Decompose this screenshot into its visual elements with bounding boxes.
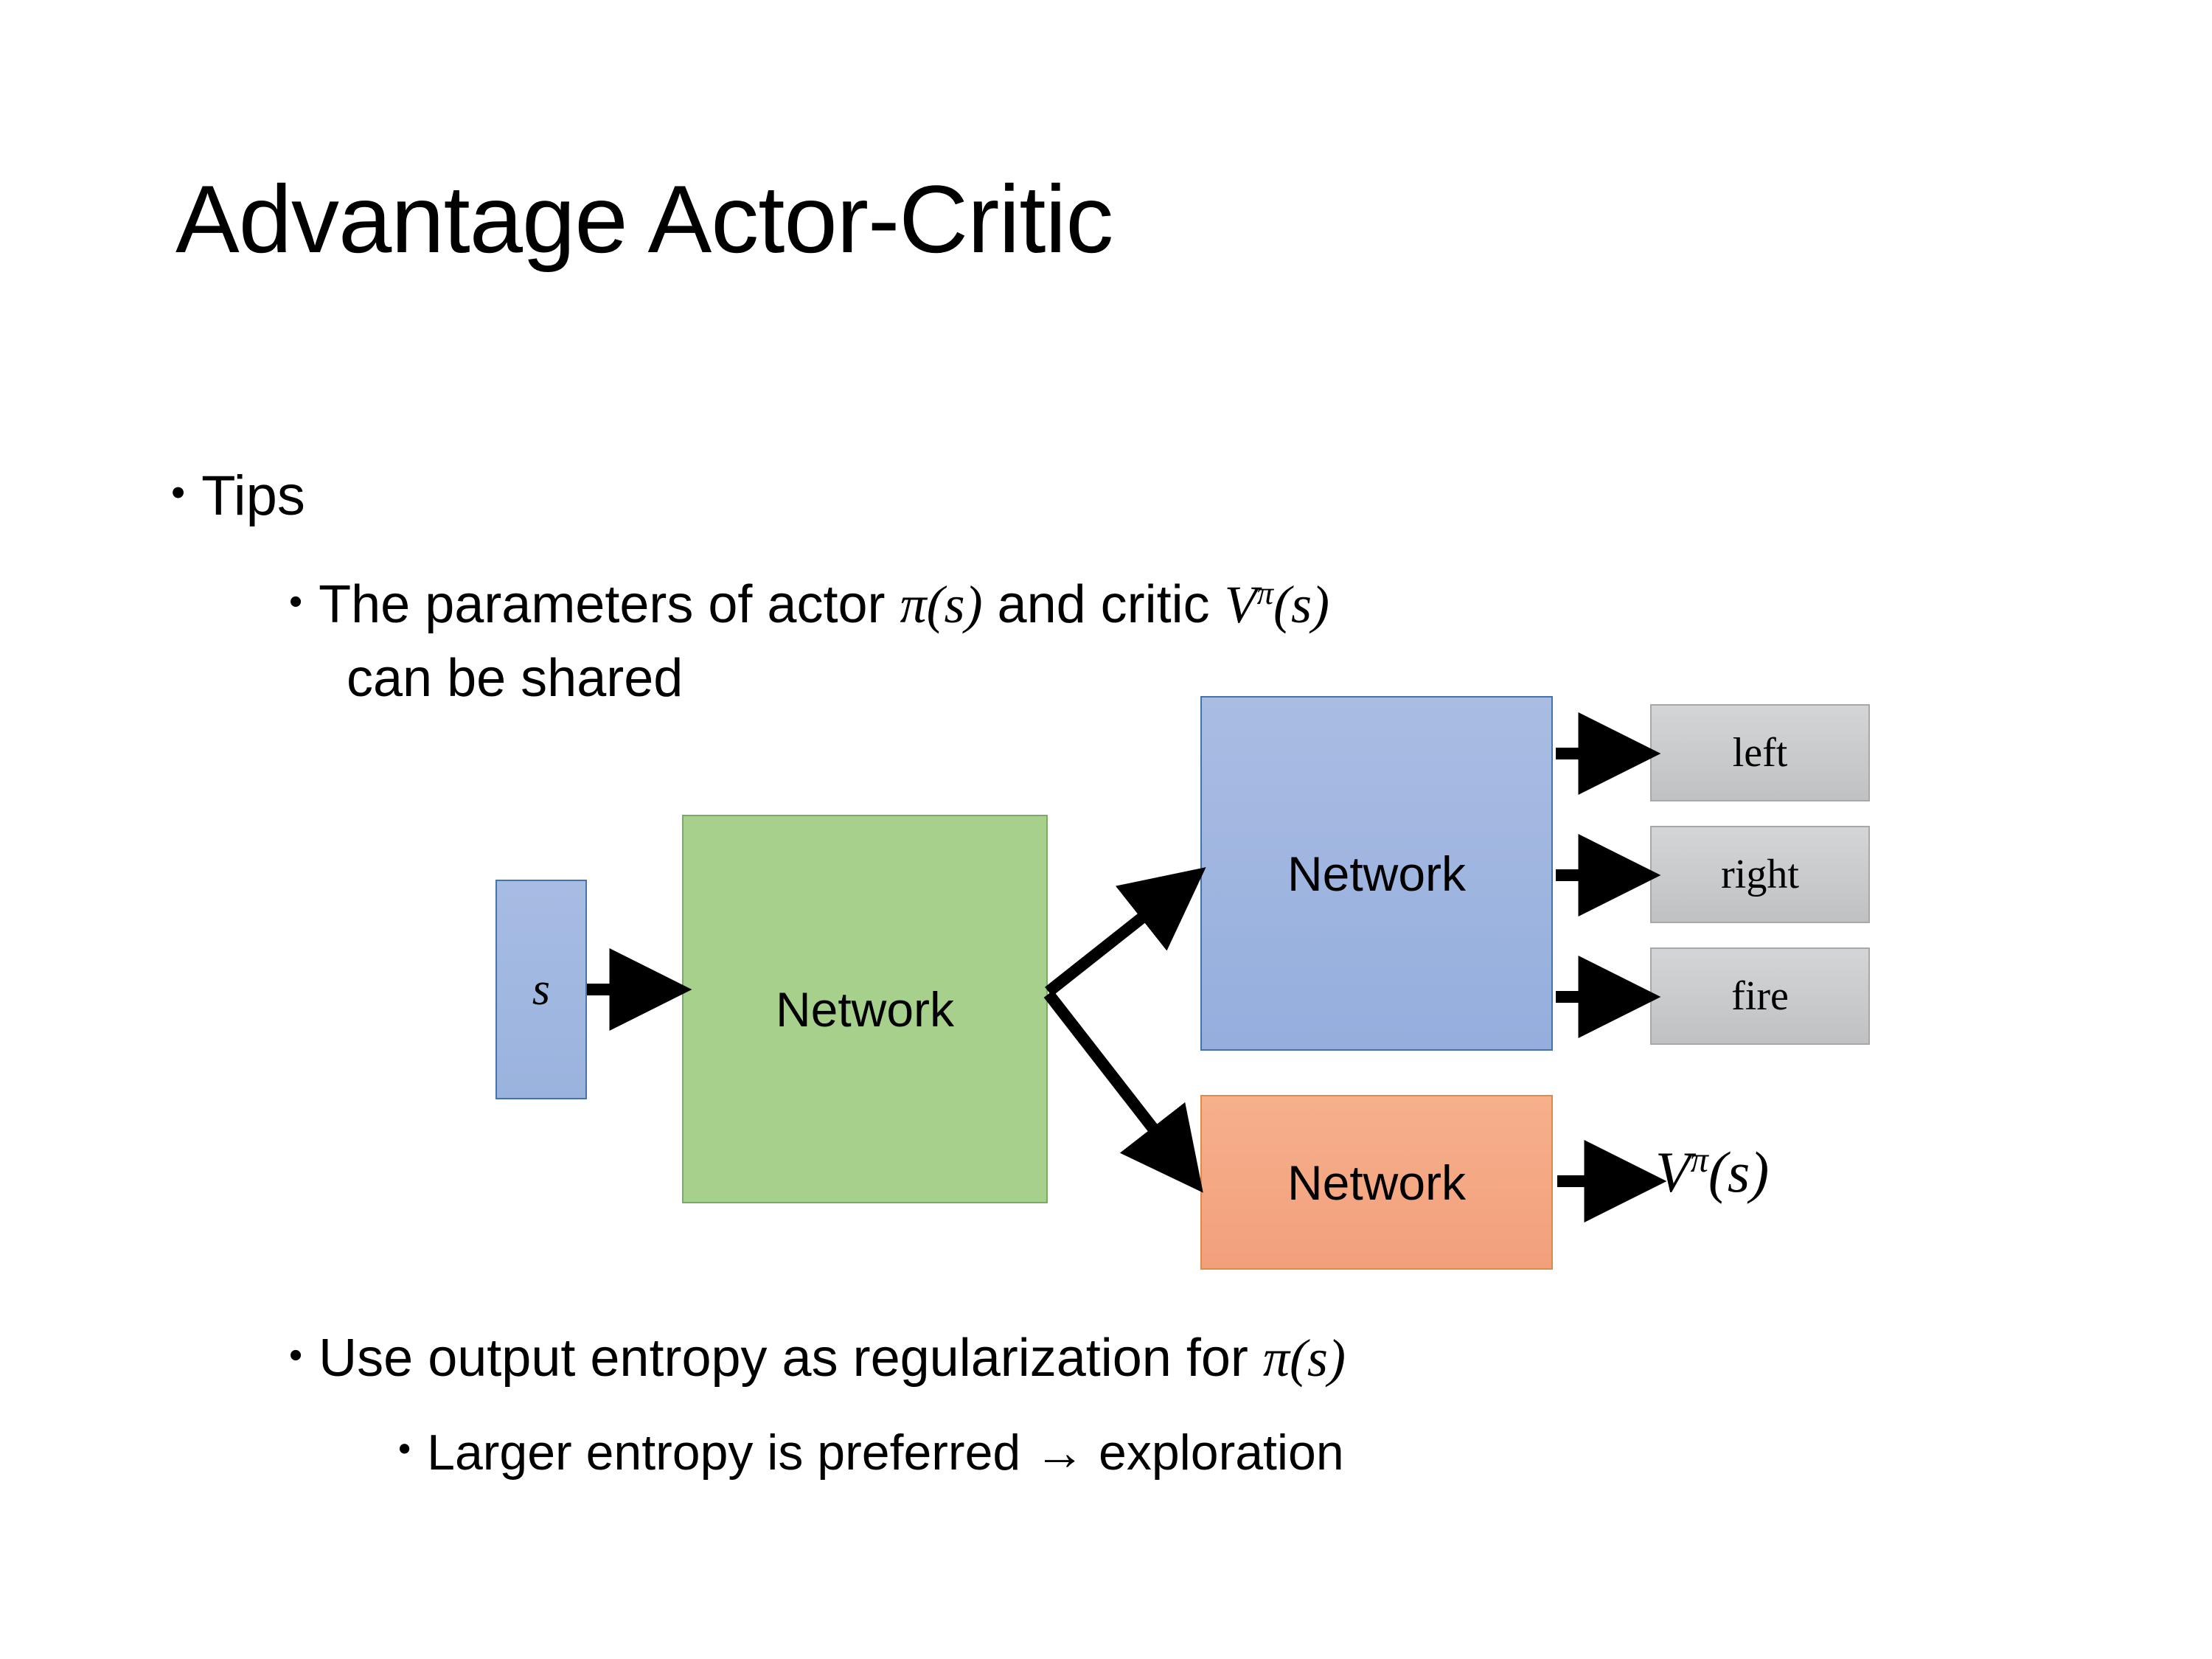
state-input-label: s	[532, 964, 551, 1015]
bullet-marker-icon: •	[289, 1333, 303, 1376]
bullet-entropy-regularization: • Use output entropy as regularization f…	[289, 1327, 1346, 1390]
critic-network-box[interactable]: Network	[1200, 1095, 1553, 1270]
actor-network-box[interactable]: Network	[1200, 696, 1553, 1051]
actor-network-label: Network	[1287, 846, 1467, 901]
bullet-marker-icon: •	[289, 580, 303, 622]
bullet-marker-icon: •	[398, 1429, 411, 1469]
value-base: V	[1655, 1140, 1691, 1204]
bullet-larger-label: Larger entropy is preferred → exploratio…	[427, 1425, 1344, 1481]
critic-value-arg: (s)	[1273, 575, 1329, 634]
state-input-box[interactable]: s	[495, 880, 587, 1099]
bullet-tips-label: Tips	[201, 465, 305, 527]
bullet-tips: • Tips	[171, 463, 305, 529]
actor-policy-math: π(s)	[900, 575, 983, 634]
critic-network-label: Network	[1287, 1155, 1467, 1210]
bullet-marker-icon: •	[171, 469, 186, 515]
params-prefix: The parameters of actor	[319, 575, 900, 634]
bullet-larger-entropy: • Larger entropy is preferred → explorat…	[398, 1423, 1344, 1482]
shared-network-box[interactable]: Network	[682, 815, 1048, 1203]
shared-network-label: Network	[775, 981, 955, 1037]
bullet-params-text: The parameters of actor π(s) and critic …	[319, 574, 1329, 636]
bullet-shared-parameters: • The parameters of actor π(s) and criti…	[289, 574, 1329, 636]
action-box-left[interactable]: left	[1650, 704, 1870, 801]
critic-value-superscript: π	[1256, 574, 1274, 611]
action-label-right: right	[1721, 852, 1799, 897]
value-function-output-label: Vπ(s)	[1655, 1139, 1769, 1206]
bullet-entropy-text: Use output entropy as regularization for…	[319, 1327, 1346, 1390]
params-middle: and critic	[982, 575, 1225, 634]
page-title: Advantage Actor-Critic	[175, 165, 1113, 273]
value-superscript: π	[1690, 1141, 1708, 1180]
critic-value-base: V	[1224, 575, 1257, 634]
action-label-fire: fire	[1731, 973, 1789, 1019]
entropy-prefix: Use output entropy as regularization for	[319, 1329, 1263, 1388]
action-box-fire[interactable]: fire	[1650, 947, 1870, 1045]
value-arg: (s)	[1708, 1140, 1770, 1204]
params-continuation-label: can be shared	[347, 649, 684, 708]
bullet-shared-parameters-continuation: can be shared	[347, 647, 683, 710]
action-label-left: left	[1732, 730, 1788, 776]
entropy-policy-math: π(s)	[1262, 1329, 1346, 1388]
critic-value-math: Vπ(s)	[1224, 574, 1329, 634]
arrow-shared-to-actor	[1045, 867, 1206, 997]
action-box-right[interactable]: right	[1650, 826, 1870, 923]
arrow-shared-to-critic	[1043, 990, 1203, 1193]
